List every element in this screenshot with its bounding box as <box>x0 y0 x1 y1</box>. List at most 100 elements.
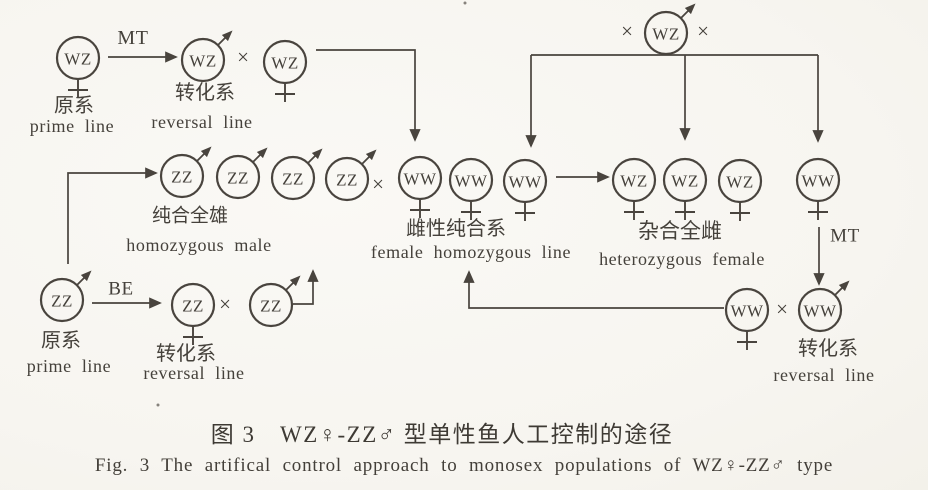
genotype-circle <box>643 10 689 56</box>
genotype-label: WW <box>508 173 542 192</box>
scan-speck <box>463 1 467 5</box>
diagram-label: reversal line <box>773 365 874 385</box>
genotype-node: WW <box>502 158 548 221</box>
male-symbol-icon <box>76 270 92 286</box>
figure-caption-english: Fig. 3 The artifical control approach to… <box>94 455 834 476</box>
genotype-node: ZZ <box>159 146 212 199</box>
genotype-circle <box>215 154 261 200</box>
genotype-label: WZ <box>652 25 679 44</box>
genotype-circle <box>248 282 294 328</box>
genotype-node: ZZ <box>170 282 216 345</box>
cross-symbol: × <box>237 45 249 69</box>
male-symbol-icon <box>285 275 301 291</box>
female-symbol-icon <box>730 202 750 221</box>
female-symbol-icon <box>68 79 88 98</box>
diagram-label: 原系 <box>41 329 81 352</box>
genotype-label: WZ <box>620 172 647 191</box>
genotype-node: ZZ <box>39 270 92 323</box>
genotype-circle <box>270 155 316 201</box>
diagram-label: 杂合全雌 <box>638 219 722 243</box>
genotype-node: WZ <box>262 39 308 102</box>
diagram-label: MT <box>117 27 148 49</box>
genotype-node: WZ <box>643 3 696 56</box>
cross-symbol: × <box>776 297 788 321</box>
female-symbol-icon <box>624 201 644 220</box>
genotype-node: WZ <box>662 157 708 220</box>
diagram-label: MT <box>830 226 860 247</box>
genotype-node: WZ <box>55 35 101 98</box>
genotype-node: WZ <box>180 30 233 83</box>
genotype-label: WW <box>403 170 437 189</box>
diagram-label: reversal line <box>151 112 252 132</box>
genotype-label: ZZ <box>227 169 249 188</box>
diagram-label: 转化系 <box>175 81 235 104</box>
genotype-node: ZZ <box>270 148 323 201</box>
female-symbol-icon <box>275 83 295 102</box>
male-symbol-icon <box>252 147 268 163</box>
male-symbol-icon <box>834 280 850 296</box>
genotype-label: ZZ <box>51 292 73 311</box>
genotype-circle <box>39 277 85 323</box>
flow-arrow <box>463 270 724 309</box>
diagram-label: homozygous male <box>126 235 271 255</box>
diagram-label: 转化系 <box>798 337 858 360</box>
diagram-label: 原系 <box>54 94 94 117</box>
diagram-label: female homozygous line <box>371 242 571 262</box>
genotype-node: WW <box>724 287 770 350</box>
diagram-label: prime line <box>30 116 114 136</box>
cross-symbol: × <box>697 19 709 43</box>
male-symbol-icon <box>217 30 233 46</box>
genotype-circle <box>324 156 370 202</box>
diagram-label: 雌性纯合系 <box>406 217 506 240</box>
genotype-node: WW <box>795 157 841 220</box>
figure-caption-chinese: 图 3 WZ♀-ZZ♂ 型单性鱼人工控制的途径 <box>210 422 674 447</box>
female-symbol-icon <box>515 202 535 221</box>
scan-speck <box>156 403 160 407</box>
genotype-node: ZZ <box>215 147 268 200</box>
genotype-label: WZ <box>271 54 298 73</box>
genotype-label: WW <box>730 302 764 321</box>
genotype-node: ZZ <box>248 275 301 328</box>
female-symbol-icon <box>808 201 828 220</box>
genotype-node: WW <box>448 157 494 220</box>
genotype-label: WZ <box>64 50 91 69</box>
genotype-label: WW <box>803 302 837 321</box>
genotype-circle <box>159 153 205 199</box>
male-symbol-icon <box>361 149 377 165</box>
male-symbol-icon <box>680 3 696 19</box>
genotype-label: WZ <box>726 173 753 192</box>
genotype-circle <box>180 37 226 83</box>
cross-symbol: × <box>219 292 231 316</box>
female-symbol-icon <box>737 331 757 350</box>
genotype-label: ZZ <box>282 170 304 189</box>
diagram-label: prime line <box>27 356 111 376</box>
male-symbol-icon <box>307 148 323 164</box>
female-symbol-icon <box>675 201 695 220</box>
genotype-node: ZZ <box>324 149 377 202</box>
genotype-circle <box>797 287 843 333</box>
genotype-label: ZZ <box>336 171 358 190</box>
diagram-label: BE <box>108 279 133 300</box>
diagram-label: heterozygous female <box>599 249 765 269</box>
cross-symbol: × <box>621 19 633 43</box>
genotype-label: WZ <box>189 52 216 71</box>
flow-arrow <box>316 49 421 142</box>
female-symbol-icon <box>461 201 481 220</box>
flow-arrow <box>293 269 319 305</box>
female-symbol-icon <box>183 326 203 345</box>
genotype-node: WW <box>397 155 443 218</box>
genotype-label: ZZ <box>171 168 193 187</box>
genotype-node: WZ <box>611 157 657 220</box>
diagram-label: reversal line <box>143 363 244 383</box>
flow-arrow <box>67 167 158 264</box>
genotype-label: ZZ <box>182 297 204 316</box>
genetics-flow-diagram: WZ WZ WZ WZ ZZ ZZ ZZ ZZ WW WW WW WZ WZ WZ WW ZZ ZZ ZZ WW WW… <box>27 1 874 407</box>
genotype-label: WW <box>801 172 835 191</box>
genotype-node: WW <box>797 280 850 333</box>
male-symbol-icon <box>196 146 212 162</box>
diagram-label: 纯合全雄 <box>152 205 228 227</box>
cross-symbol: × <box>372 172 384 196</box>
genotype-node: WZ <box>717 158 763 221</box>
genotype-label: ZZ <box>260 297 282 316</box>
